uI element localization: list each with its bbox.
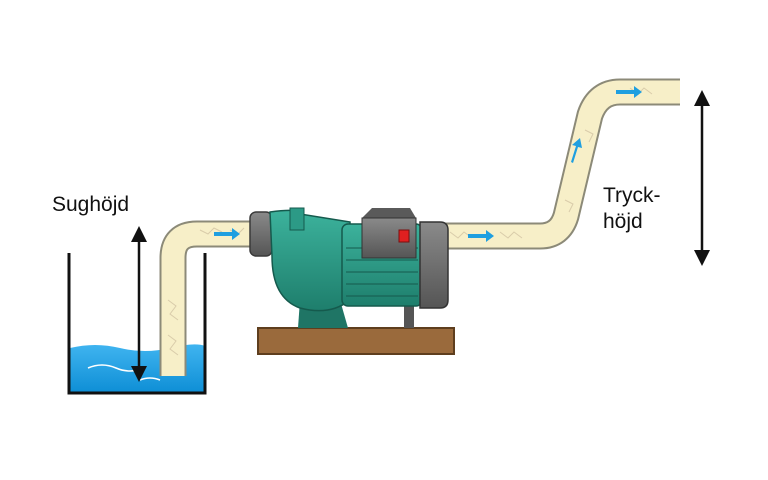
pipe-texture (449, 87, 653, 239)
flow-arrow-icon (571, 138, 582, 163)
pump (249, 207, 449, 328)
discharge-pipe (440, 78, 680, 250)
tank-walls (67, 253, 207, 395)
suction-height-label: Sughöjd (52, 193, 130, 216)
pump-housing (269, 209, 351, 312)
water-ripple (139, 377, 161, 381)
flow-arrows (214, 86, 642, 242)
arrow-head-up (131, 226, 147, 242)
inlet-connector (249, 211, 273, 257)
power-switch (398, 229, 410, 243)
base-board (257, 327, 455, 355)
flow-arrow-icon (214, 228, 240, 240)
pump-outlet-neck (289, 207, 305, 231)
discharge-pipe-fill (440, 80, 680, 248)
pipe-texture (167, 227, 245, 356)
arrow-head-down (694, 250, 710, 266)
switch-box-top (362, 208, 416, 218)
flow-arrow-icon (468, 230, 494, 242)
flow-arrow-icon (616, 86, 642, 98)
suction-pipe-fill (161, 222, 265, 376)
suction-height-arrow (131, 226, 147, 382)
pressure-height-arrow (694, 90, 710, 266)
pressure-height-label-line1: Tryck- (603, 184, 661, 207)
motor-foot (404, 300, 414, 328)
arrow-head-down (131, 366, 147, 382)
arrow-head-up (694, 90, 710, 106)
suction-pipe (159, 220, 265, 376)
pressure-height-label: Tryck- höjd (603, 183, 661, 235)
motor-end-cap (419, 221, 449, 309)
pressure-height-label-line2: höjd (603, 210, 643, 233)
